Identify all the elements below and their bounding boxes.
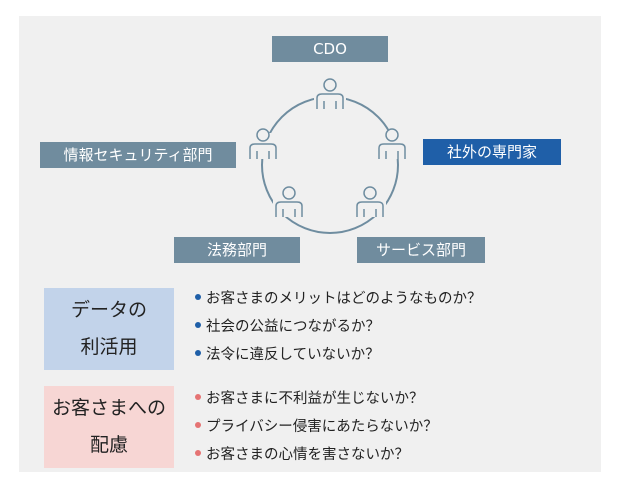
person-icon-external (376, 128, 408, 159)
list-item: 社会の公益につながるか？ (195, 313, 482, 341)
bullet-dot (195, 294, 201, 300)
bullet-dot (195, 322, 201, 328)
list-item: 法令に違反していないか？ (195, 341, 482, 369)
list-item: お客さまに不利益が生じないか？ (195, 385, 438, 413)
bullet-dot (195, 394, 201, 400)
section-title-line1: お客さまへの (51, 397, 166, 419)
role-label-security: 情報セキュリティ部門 (40, 142, 236, 168)
role-label-external: 社外の専門家 (423, 139, 561, 165)
person-icon-legal (273, 186, 305, 217)
section-title-customer-consideration: お客さまへの 配慮 (44, 386, 174, 468)
section-title-line2: 利活用 (80, 336, 138, 358)
person-icon-security (247, 128, 279, 159)
role-label-cdo: CDO (272, 36, 388, 62)
person-icon-cdo (314, 78, 346, 109)
role-label-service: サービス部門 (357, 237, 485, 263)
checklist-customer-consideration: お客さまに不利益が生じないか？ プライバシー侵害にあたらないか？ お客さまの心情… (195, 385, 438, 469)
person-icon-service (354, 186, 386, 217)
list-item: お客さまのメリットはどのようなものか？ (195, 285, 482, 313)
bullet-dot (195, 350, 201, 356)
section-title-line2: 配慮 (89, 434, 128, 456)
section-title-line1: データの (70, 299, 147, 321)
checklist-data-use: お客さまのメリットはどのようなものか？ 社会の公益につながるか？ 法令に違反して… (195, 285, 482, 369)
bullet-dot (195, 422, 201, 428)
section-title-data-use: データの 利活用 (44, 288, 174, 370)
role-label-legal: 法務部門 (174, 237, 300, 263)
list-item: プライバシー侵害にあたらないか？ (195, 413, 438, 441)
list-item: お客さまの心情を害さないか？ (195, 441, 438, 469)
bullet-dot (195, 450, 201, 456)
